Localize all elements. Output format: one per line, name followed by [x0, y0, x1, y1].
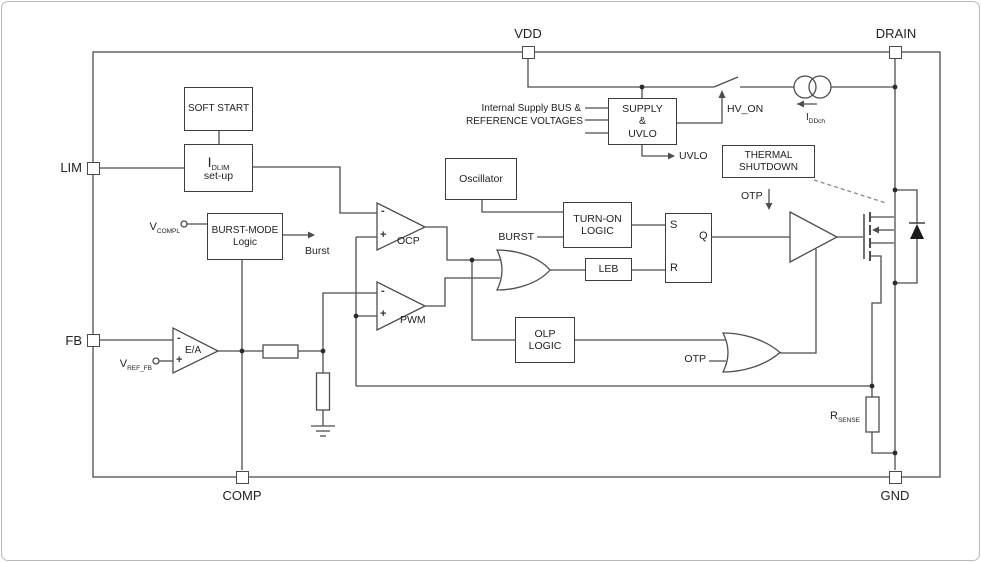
drain-pin-label: DRAIN: [875, 26, 917, 41]
pwm-label: PWM: [400, 314, 426, 326]
ocp-comparator-symbol: [376, 201, 427, 252]
ic-boundary: [92, 51, 941, 478]
thermal-shutdown-block: THERMAL SHUTDOWN: [722, 145, 815, 178]
supply-uvlo-block: SUPPLY & UVLO: [608, 98, 677, 145]
body-diode-symbol: [910, 224, 924, 239]
error-amp-label: E/A: [185, 345, 202, 356]
mosfet-body-arrowhead: [872, 226, 879, 234]
flipflop-r-label: R: [670, 262, 678, 274]
burst-output-label: Burst: [305, 245, 330, 257]
hv-on-signal-label: HV_ON: [727, 103, 764, 115]
junction-dots: [239, 84, 898, 456]
pwm-minus-sign: -: [381, 285, 385, 297]
pwm-plus-sign: +: [380, 308, 387, 320]
idlim-setup-block: IDLIM set-up: [184, 144, 253, 192]
uvlo-arrowhead: [668, 152, 675, 160]
flipflop-s-label: S: [670, 219, 678, 231]
vcompl-label: VCOMPL: [149, 221, 180, 235]
ocp-label: OCP: [397, 235, 420, 247]
olp-logic-block: OLP LOGIC: [515, 317, 575, 363]
ocp-plus-sign: +: [380, 229, 387, 241]
fb-pin: [86, 333, 100, 347]
error-amp-symbol: [172, 326, 220, 375]
vdd-pin-label: VDD: [514, 26, 542, 41]
burst-mode-logic-block: BURST-MODE Logic: [207, 213, 283, 260]
flipflop-q-label: Q: [699, 230, 708, 242]
rsense-resistor: [865, 396, 880, 433]
turn-on-logic-block: TURN-ON LOGIC: [563, 202, 632, 248]
ea-plus-sign: +: [176, 354, 183, 366]
current-source-symbol: [793, 75, 817, 99]
internal-supply-label: Internal Supply BUS & REFERENCE VOLTAGES: [466, 103, 583, 127]
burst-arrowhead: [308, 231, 315, 239]
iddch-signal-label: IDDch: [806, 112, 826, 125]
lim-pin: [86, 161, 100, 175]
hv-on-arrowhead: [718, 90, 726, 98]
rsense-label: RSENSE: [830, 410, 860, 424]
comp-shunt-resistor: [315, 372, 331, 411]
or-gate-2: [721, 332, 781, 373]
ea-minus-sign: -: [177, 332, 181, 344]
lim-pin-label: LIM: [60, 160, 82, 175]
fb-pin-label: FB: [65, 333, 82, 348]
comp-series-resistor: [262, 344, 299, 359]
oscillator-block: Oscillator: [445, 158, 517, 200]
gate-driver-symbol: [789, 210, 839, 264]
otp-thermal-label: OTP: [741, 190, 763, 202]
uvlo-signal-label: UVLO: [679, 150, 708, 162]
or-gate-1: [495, 249, 551, 291]
burst-input-label: BURST: [498, 231, 534, 243]
sr-flipflop-block: [665, 213, 712, 283]
ocp-minus-sign: -: [381, 205, 385, 217]
comp-pin: [235, 470, 249, 484]
vref-fb-label: VREF_FB: [119, 358, 152, 372]
iddch-arrowhead: [797, 100, 804, 108]
drain-pin: [888, 45, 902, 59]
gnd-pin-label: GND: [880, 488, 910, 503]
vdd-pin: [521, 45, 535, 59]
otp-or-input-label: OTP: [684, 353, 706, 365]
gnd-pin: [888, 470, 902, 484]
leb-block: LEB: [585, 258, 632, 281]
soft-start-block: SOFT START: [184, 87, 253, 131]
comp-pin-label: COMP: [222, 488, 262, 503]
otp-arrowhead: [765, 203, 773, 210]
pwm-comparator-symbol: [376, 280, 427, 332]
